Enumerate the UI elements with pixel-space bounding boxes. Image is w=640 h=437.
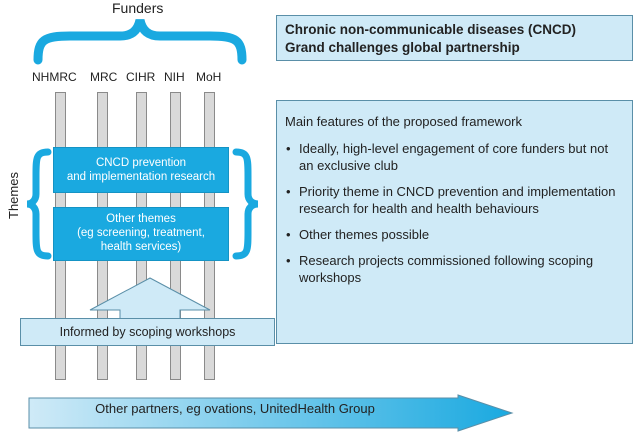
themes-left-brace: [26, 148, 52, 260]
feature-item: Research projects commissioned following…: [285, 252, 624, 286]
theme-cncd-line2: and implementation research: [66, 171, 216, 183]
funder-label-nih: NIH: [164, 70, 185, 84]
theme-other-line3: health services): [100, 241, 182, 253]
theme-box-other: Other themes (eg screening, treatment, h…: [53, 207, 229, 261]
partnership-line2: Grand challenges global partnership: [285, 40, 520, 55]
funder-label-mrc: MRC: [90, 70, 118, 84]
theme-other-line1: Other themes: [106, 213, 176, 225]
feature-item: Other themes possible: [285, 226, 624, 243]
feature-item: Ideally, high-level engagement of core f…: [285, 140, 624, 174]
funder-label-moh: MoH: [196, 70, 222, 84]
theme-box-cncd: CNCD prevention and implementation resea…: [53, 147, 229, 193]
scoping-workshops-box: Informed by scoping workshops: [20, 318, 275, 346]
upward-arrow: [89, 277, 211, 320]
theme-other-line2: (eg screening, treatment,: [77, 227, 205, 239]
theme-cncd-line1: CNCD prevention: [95, 157, 187, 169]
funders-brace: [33, 18, 247, 65]
feature-item: Priority theme in CNCD prevention and im…: [285, 183, 624, 217]
features-list: Ideally, high-level engagement of core f…: [285, 140, 624, 286]
features-box: Main features of the proposed framework …: [276, 100, 633, 344]
partnership-box: Chronic non-communicable diseases (CNCD)…: [276, 15, 633, 61]
funders-title: Funders: [112, 0, 164, 16]
themes-label: Themes: [5, 172, 21, 219]
partnership-line1: Chronic non-communicable diseases (CNCD): [285, 22, 577, 37]
features-heading: Main features of the proposed framework: [285, 114, 523, 129]
other-partners-arrow: [28, 394, 514, 432]
funder-label-cihr: CIHR: [126, 70, 156, 84]
funder-label-nhmrc: NHMRC: [32, 70, 77, 84]
themes-right-brace: [232, 148, 259, 260]
other-partners-label: Other partners, eg ovations, UnitedHealt…: [95, 401, 375, 416]
